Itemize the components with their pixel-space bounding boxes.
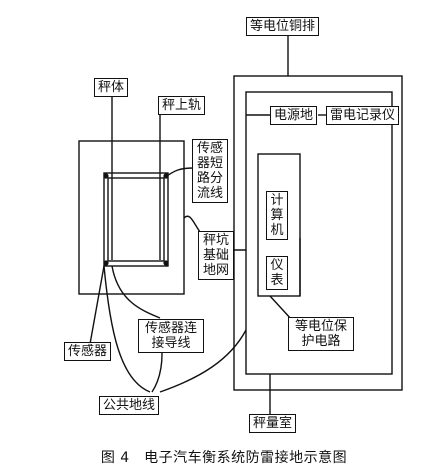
equipment-panel (257, 153, 301, 297)
weigh-room-inner (245, 91, 393, 375)
sensor-dot-tl (103, 173, 109, 179)
sensor-dot-br (163, 260, 169, 266)
sensor-wire-leader (111, 265, 161, 319)
scale-body-label: 秤体 (94, 78, 129, 97)
sensor-leader (89, 265, 105, 345)
sensor-dot-tr (163, 173, 169, 179)
protect-circuit-label: 等电位保护电路 (288, 317, 354, 351)
weigh-room-outer (233, 75, 403, 391)
copper-bar-label: 等电位铜排 (246, 17, 320, 36)
sensor-dot-bl (103, 260, 109, 266)
sensor-wire-label: 传感器连接导线 (138, 319, 204, 353)
lightning-recorder-label: 雷电记录仪 (326, 106, 400, 125)
protect-link (269, 295, 293, 321)
rail-label: 秤上轨 (158, 96, 206, 115)
pit-grid-label: 秤坑基础地网 (198, 231, 234, 280)
scale-frame-outer (103, 172, 169, 267)
scale-frame-inner (107, 177, 165, 262)
common-ground-label: 公共地线 (99, 396, 160, 415)
pit-grid-leader (183, 215, 201, 233)
sensor-label: 传感器 (64, 342, 112, 361)
power-ground-label: 电源地 (270, 106, 318, 125)
figure-caption: 图 4 电子汽车衡系统防雷接地示意图 (100, 450, 348, 466)
instrument-label: 仪表 (266, 256, 288, 290)
weigh-room-label: 秤量室 (249, 414, 297, 433)
common-ground-curve-left (103, 265, 151, 393)
computer-label: 计算机 (266, 191, 288, 240)
sensor-shunt-label: 传感器短路分流线 (192, 139, 228, 203)
common-ground-curve-right (159, 329, 247, 393)
